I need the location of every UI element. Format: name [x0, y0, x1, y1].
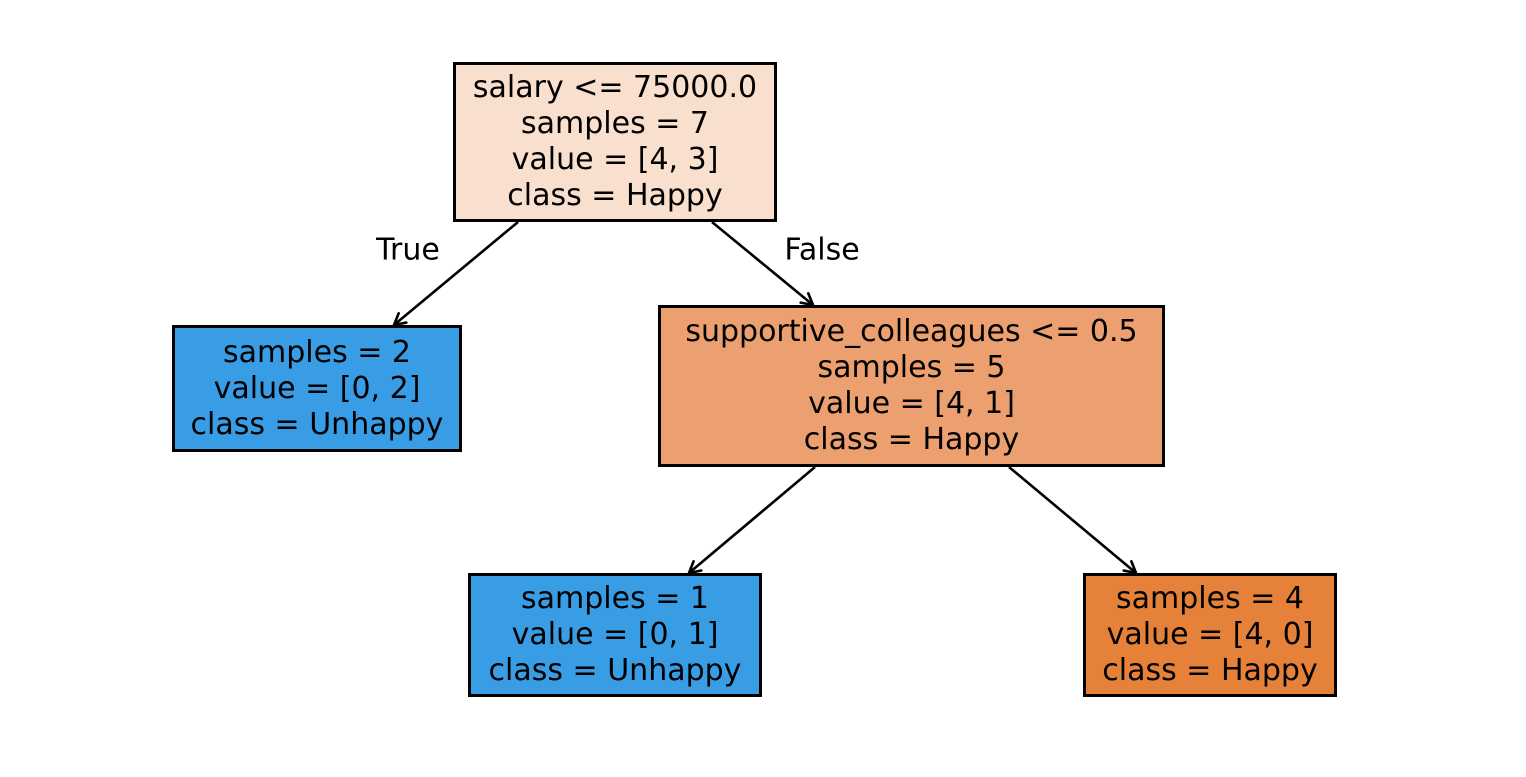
node-class: class = Happy — [1102, 653, 1318, 688]
node-condition: supportive_colleagues <= 0.5 — [685, 314, 1138, 349]
node-samples: samples = 2 — [223, 334, 411, 370]
tree-node-right-left-leaf: samples = 1 value = [0, 1] class = Unhap… — [468, 573, 762, 697]
node-class: class = Unhappy — [488, 653, 742, 688]
node-samples: samples = 5 — [817, 350, 1006, 385]
edge-split-to-left-leaf — [687, 466, 816, 575]
tree-node-left-leaf: samples = 2 value = [0, 2] class = Unhap… — [172, 325, 462, 452]
node-value: value = [0, 1] — [511, 617, 719, 652]
node-value: value = [4, 3] — [511, 142, 719, 177]
node-class: class = Happy — [803, 422, 1020, 457]
edge-label-true: True — [376, 232, 440, 268]
node-samples: samples = 7 — [521, 106, 709, 141]
edge-split-to-right-leaf — [1008, 466, 1138, 575]
edge-label-false: False — [784, 232, 860, 268]
node-value: value = [4, 0] — [1106, 617, 1314, 652]
tree-node-right-split: supportive_colleagues <= 0.5 samples = 5… — [658, 305, 1165, 467]
tree-node-root: salary <= 75000.0 samples = 7 value = [4… — [453, 62, 777, 222]
node-class: class = Happy — [507, 178, 723, 213]
node-value: value = [0, 2] — [213, 370, 421, 406]
node-samples: samples = 4 — [1116, 581, 1304, 616]
node-value: value = [4, 1] — [808, 386, 1015, 421]
node-condition: salary <= 75000.0 — [472, 70, 758, 105]
tree-node-right-right-leaf: samples = 4 value = [4, 0] class = Happy — [1083, 573, 1337, 697]
node-class: class = Unhappy — [190, 406, 444, 442]
node-samples: samples = 1 — [521, 581, 709, 616]
